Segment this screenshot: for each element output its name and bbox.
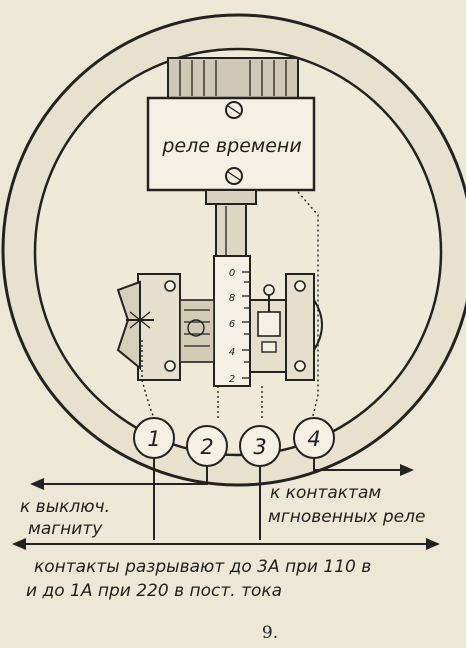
scale-mark: 2 — [229, 374, 235, 385]
scale-mark: 6 — [229, 319, 235, 330]
scale-mark: 8 — [229, 293, 235, 304]
figure-number: 9. — [262, 623, 278, 643]
scale-mark: 0 — [229, 268, 235, 279]
contacts-label-line1: к контактам — [270, 483, 381, 503]
arrow-left-icon — [12, 538, 26, 550]
internal-wire — [141, 340, 156, 421]
terminal-2: 2 — [186, 425, 228, 467]
relay-label: реле времени — [161, 135, 301, 157]
terminal-1: 1 — [133, 417, 175, 459]
magnet-label-line1: к выключ. — [20, 497, 110, 517]
arrow-left-icon — [30, 478, 44, 490]
svg-text:1: 1 — [147, 427, 160, 451]
right-contact-assembly — [249, 273, 323, 381]
screw-icon — [225, 167, 243, 185]
arrow-right-icon — [400, 464, 414, 476]
terminal-3: 3 — [239, 425, 281, 467]
internal-wire — [297, 191, 319, 421]
scale-mark: 4 — [229, 347, 235, 358]
svg-text:3: 3 — [253, 435, 266, 459]
left-mechanism — [116, 273, 215, 381]
screw-icon — [225, 101, 243, 119]
relay-knob — [167, 57, 299, 99]
shaft-collar — [205, 189, 257, 205]
arrow-right-icon — [426, 538, 440, 550]
note-line2: и до 1А при 220 в пост. тока — [26, 581, 282, 601]
wire-to-magnet — [40, 466, 208, 485]
svg-text:4: 4 — [307, 427, 320, 451]
contacts-label-line2: мгновенных реле — [268, 507, 425, 527]
terminal-4: 4 — [293, 417, 335, 459]
wire-to-contacts — [313, 458, 404, 471]
magnet-label-line2: магниту — [28, 519, 103, 539]
svg-text:2: 2 — [200, 435, 213, 459]
note-line1: контакты разрывают до 3А при 110 в — [34, 557, 371, 577]
